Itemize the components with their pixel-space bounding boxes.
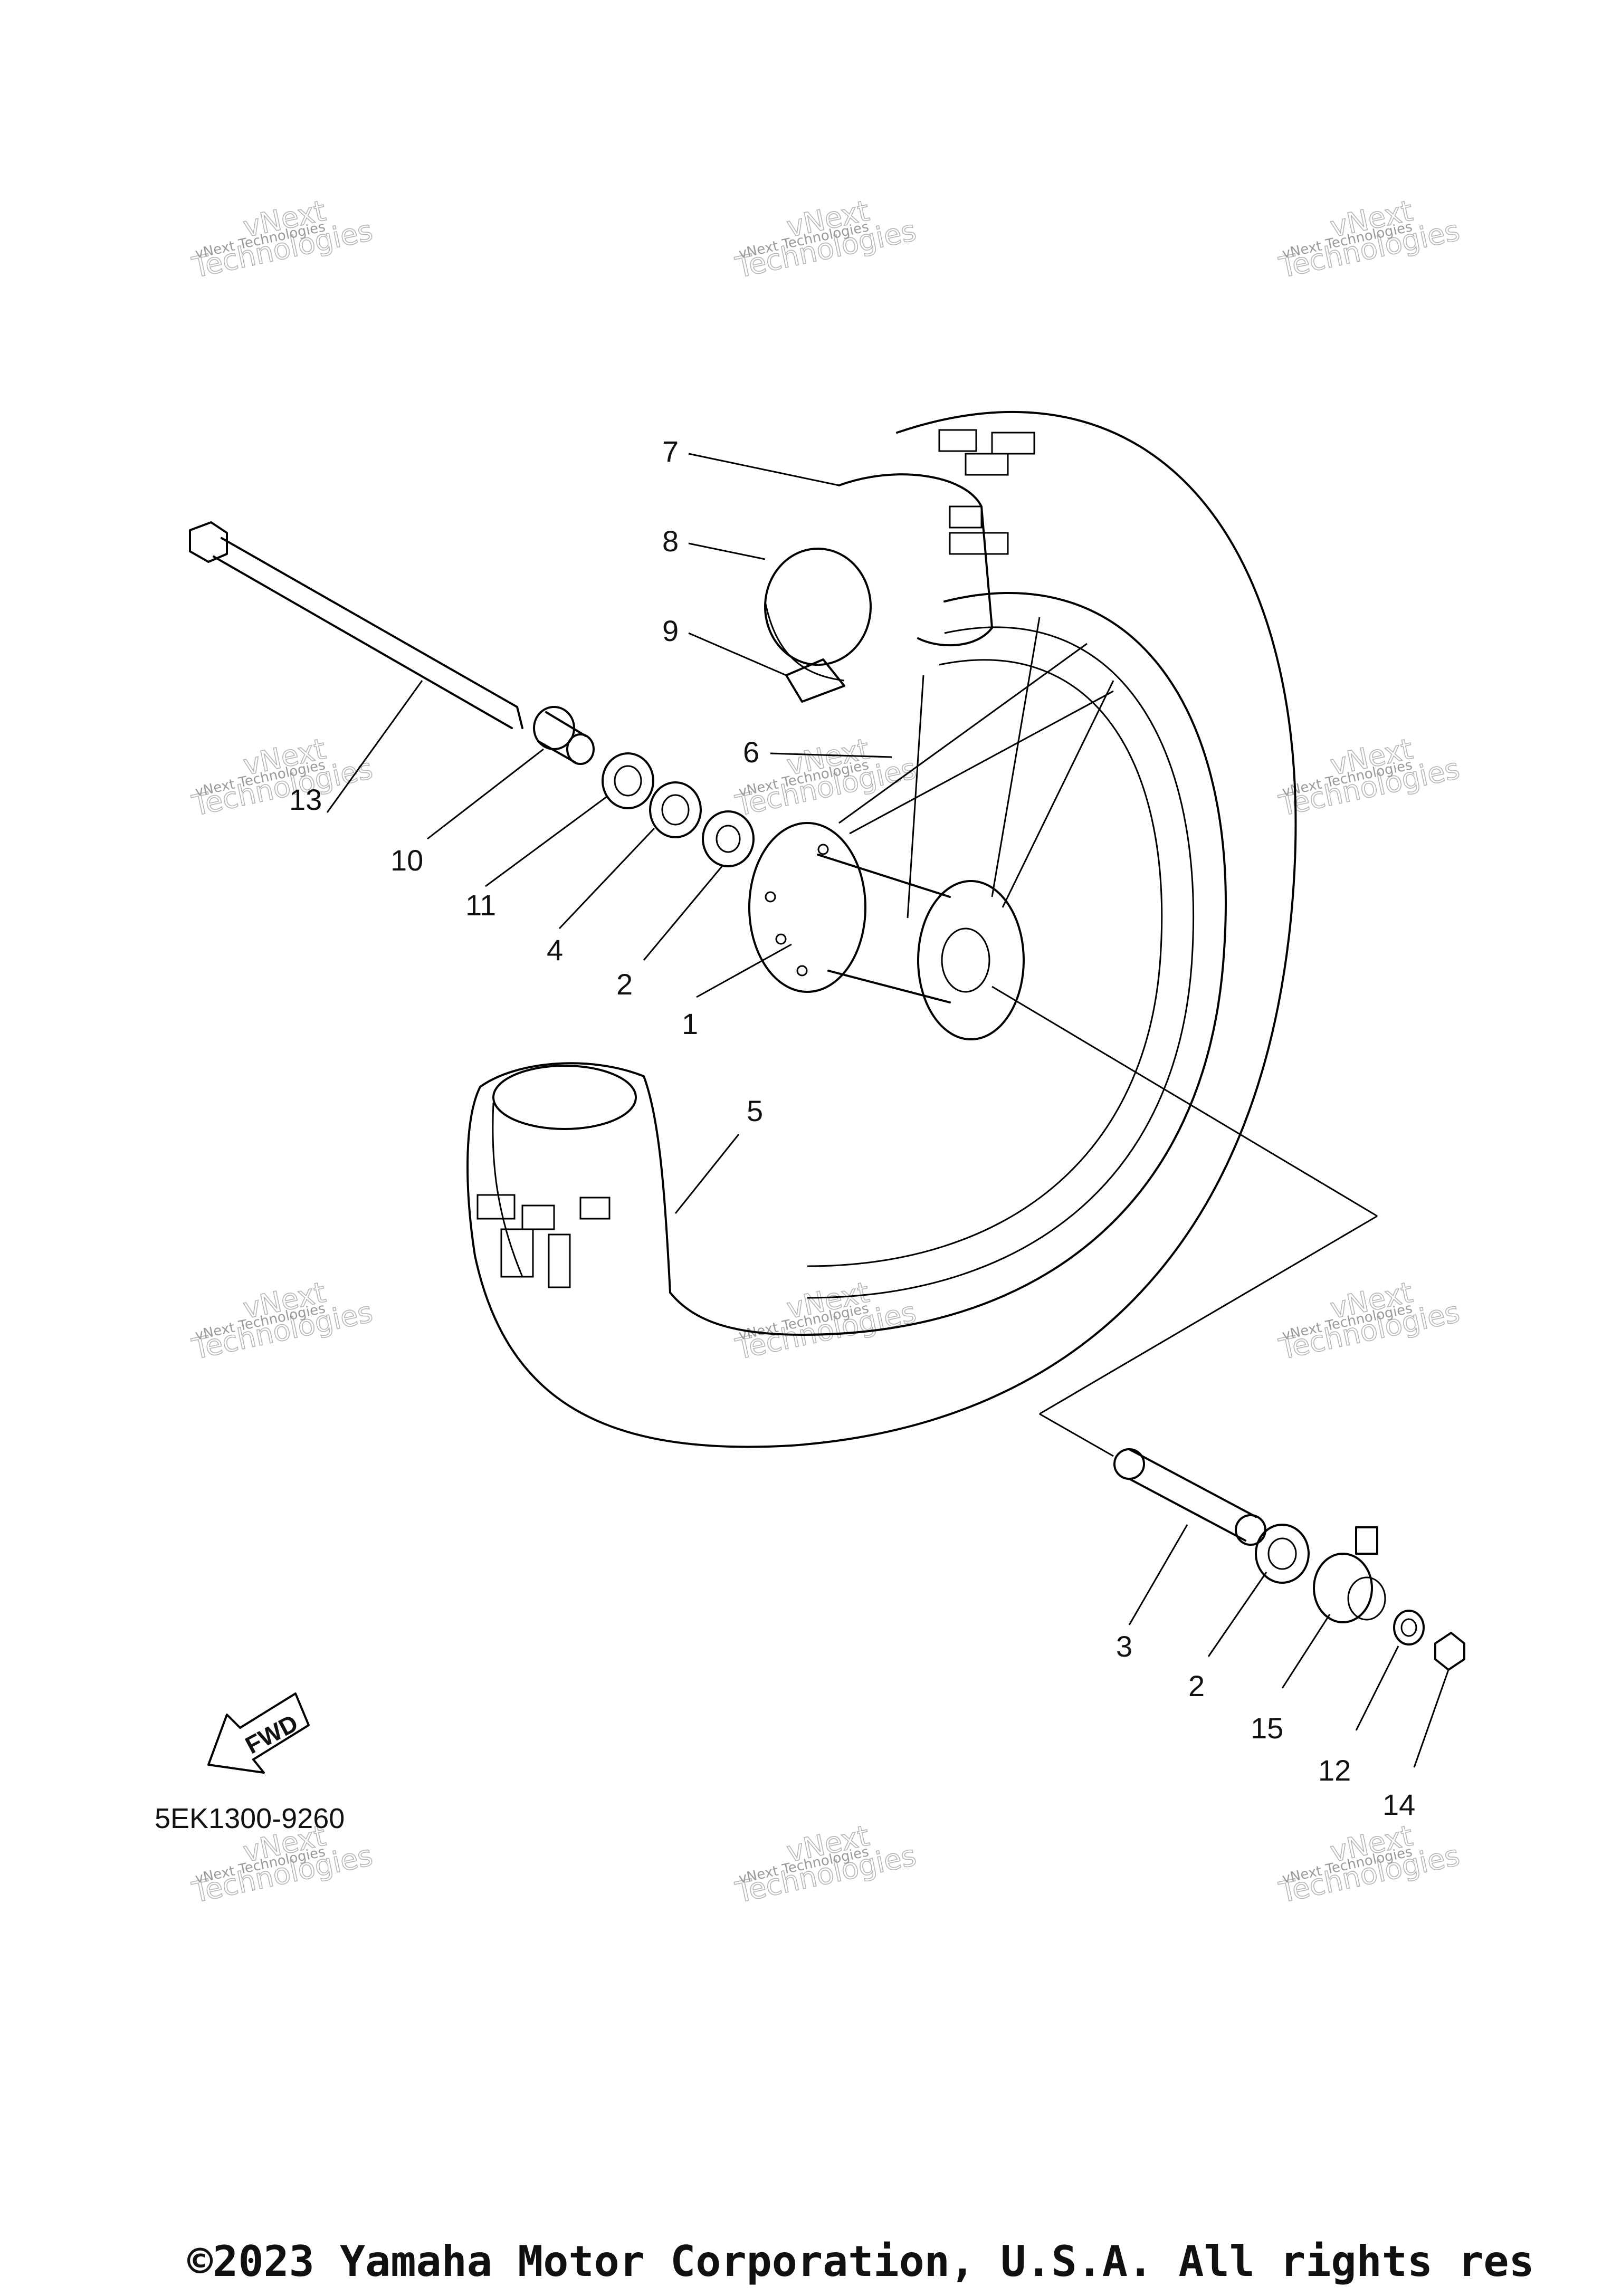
part-code: 5EK1300-9260: [155, 1803, 345, 1834]
callout-12: 12: [1318, 1754, 1351, 1787]
callout-1: 1: [682, 1007, 698, 1040]
fwd-arrow-icon: FWD: [207, 1692, 310, 1774]
fwd-label: FWD: [241, 1709, 302, 1759]
callout-3: 3: [1116, 1630, 1132, 1663]
explosion-guide-lines: [991, 986, 1378, 1457]
callout-6: 6: [743, 735, 759, 769]
callout-13: 13: [289, 783, 322, 816]
callout-15: 15: [1251, 1711, 1283, 1745]
left-spacers-bearings: [533, 706, 755, 867]
callout-11: 11: [465, 888, 496, 922]
spokes: [838, 617, 1114, 919]
wheel-hub: [748, 822, 1025, 1040]
callout-2-right: 2: [1188, 1669, 1205, 1702]
right-side-parts: [1113, 1448, 1465, 1671]
callout-labels: 7 8 9 6 13 10 11 4 2 1 5 3 2 15 12 14: [289, 435, 1415, 1821]
axle: [189, 521, 523, 729]
callout-7: 7: [662, 435, 679, 468]
callout-10: 10: [390, 844, 423, 877]
callout-5: 5: [747, 1094, 763, 1127]
tire: [466, 410, 1297, 1448]
callout-9: 9: [662, 614, 679, 647]
callout-14: 14: [1382, 1788, 1415, 1821]
callout-4: 4: [547, 933, 563, 967]
callout-8: 8: [662, 524, 679, 558]
callout-2-left: 2: [616, 968, 633, 1001]
copyright-notice: ©2023 Yamaha Motor Corporation, U.S.A. A…: [187, 2237, 1534, 2286]
leader-lines: [326, 453, 1450, 1768]
